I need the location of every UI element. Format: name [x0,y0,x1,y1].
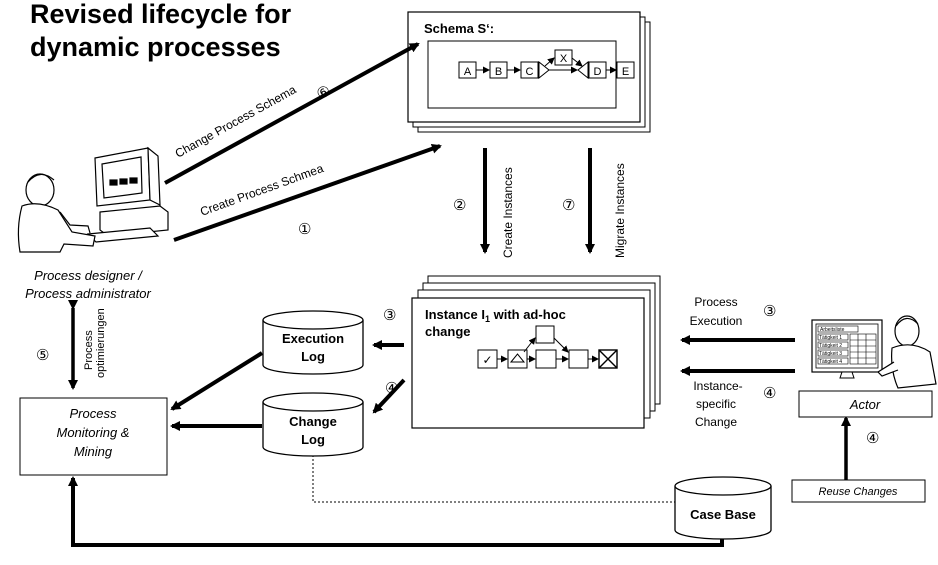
schema-node-a-label: A [464,66,472,78]
label-process-execution-2: Execution [690,314,743,328]
step-4-left: ④ [385,380,398,397]
reuse-changes-label: Reuse Changes [819,486,898,498]
label-process-execution-1: Process [694,295,737,309]
step-3-right: ③ [763,303,776,320]
schema-node-x [554,49,573,66]
case-base-db: Case Base [674,476,772,540]
execution-log-label-1: Execution [282,331,344,346]
label-optimierungen-1: Process [83,330,95,370]
monitoring-label-3: Mining [74,444,113,459]
monitoring-label-2: Monitoring & [57,425,130,440]
instance-node-upper [535,325,555,344]
worklist-row-4: Tätigkeit 4 [819,359,842,365]
label-instance-change-3: Change [695,415,737,429]
schema-node-c-label: C [526,66,534,78]
schema-join [577,60,589,80]
worklist-header: Arbeitsliste [820,327,845,333]
execution-log-label-2: Log [301,349,325,364]
title-line-1: Revised lifecycle for [30,0,292,29]
link-changelog-casebase [312,455,675,503]
title-line-2: dynamic processes [30,32,281,62]
actor-label: Actor [849,397,881,412]
change-log-label-1: Change [289,414,337,429]
step-3-left: ③ [383,307,396,324]
label-instance-change-2: specific [696,397,736,411]
change-log-label-2: Log [301,432,325,447]
schema-node-c [520,61,539,79]
designer-label-2: Process administrator [25,286,151,301]
designer-figure [17,146,169,253]
schema-node-b-label: B [495,66,502,78]
instance-node-split [507,349,528,369]
step-1: ① [298,221,311,238]
arrow-change-schema [164,42,420,185]
arrow-execlog-monitoring [170,351,264,411]
arrow-casebase-monitoring [68,476,724,547]
instance-title: Instance I1 with ad-hoc [425,307,566,324]
monitoring-label-1: Process [70,406,117,421]
schema-split [538,60,550,80]
label-optimierungen-2: optimierungen [95,308,107,378]
label-create-instances: Create Instances [501,167,515,258]
checkmark-icon: ✓ [482,353,492,367]
step-2: ② [453,197,466,214]
instance-node-lower [535,349,557,369]
worklist-row-1: Tätigkeit 1 [819,335,842,341]
worklist-row-3: Tätigkeit 3 [819,351,842,357]
change-log-db: Change Log [262,392,364,457]
label-instance-change-1: Instance- [693,379,742,393]
actor-figure: Arbeitsliste Tätigkeit 1 Tätigkeit 2 Tät… [811,315,937,389]
step-5: ⑤ [36,347,49,364]
instance-node-join [568,349,589,369]
arrow-to-change-log [372,378,406,414]
case-base-label: Case Base [690,507,756,522]
schema-node-d-label: D [594,66,602,78]
arrow-create-schema [173,143,442,242]
label-migrate-instances: Migrate Instances [613,163,627,258]
reuse-changes-box: Reuse Changes [791,479,926,503]
worklist-row-2: Tätigkeit 2 [819,343,842,349]
triangle-icon [509,353,526,363]
schema-node-x-label: X [560,53,568,65]
step-7: ⑦ [562,197,575,214]
designer-label-1: Process designer / [34,268,143,283]
step-4-right: ④ [763,385,776,402]
schema-title: Schema S‘: [424,21,494,36]
instance-title-line-2: change [425,324,471,339]
instance-nodes: ✓ [477,325,618,369]
step-4-actor: ④ [866,430,879,447]
actor-box: Actor [798,390,933,418]
schema-node-e-label: E [622,66,629,78]
monitoring-box: Process Monitoring & Mining [19,397,168,476]
schema-node-e [616,61,635,79]
schema-nodes: A B C X D E [458,49,635,80]
schema-box: Schema S‘: A B C X D E [407,11,651,133]
cross-icon [598,349,618,369]
instance-box: Instance I1 with ad-hoc change ✓ [411,275,661,429]
execution-log-db: Execution Log [262,310,364,375]
